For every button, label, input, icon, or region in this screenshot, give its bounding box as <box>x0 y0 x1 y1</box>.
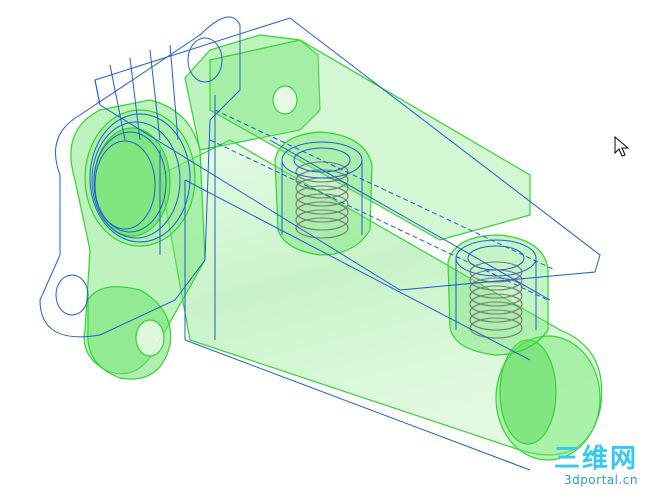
front-boss-inner <box>93 127 171 237</box>
solid-body <box>70 34 603 461</box>
sketch-wireframe <box>39 16 601 471</box>
flange-sketch <box>39 16 241 338</box>
cylinder-end-inner <box>499 339 557 445</box>
watermark: 三维网 3dportal.cn <box>538 445 638 489</box>
bottom-bolt-hole <box>135 319 165 357</box>
arrow-pointer-icon <box>614 135 630 158</box>
watermark-logo: 三维网 <box>553 444 638 474</box>
port-boss-2 <box>447 234 549 356</box>
top-bolt-hole <box>272 85 298 115</box>
watermark-site: 3dportal.cn <box>563 473 638 487</box>
flange-sketch-hole-top <box>187 37 223 83</box>
flange-sketch-hole-bottom <box>55 274 89 316</box>
cylinder-end-face <box>495 335 601 461</box>
